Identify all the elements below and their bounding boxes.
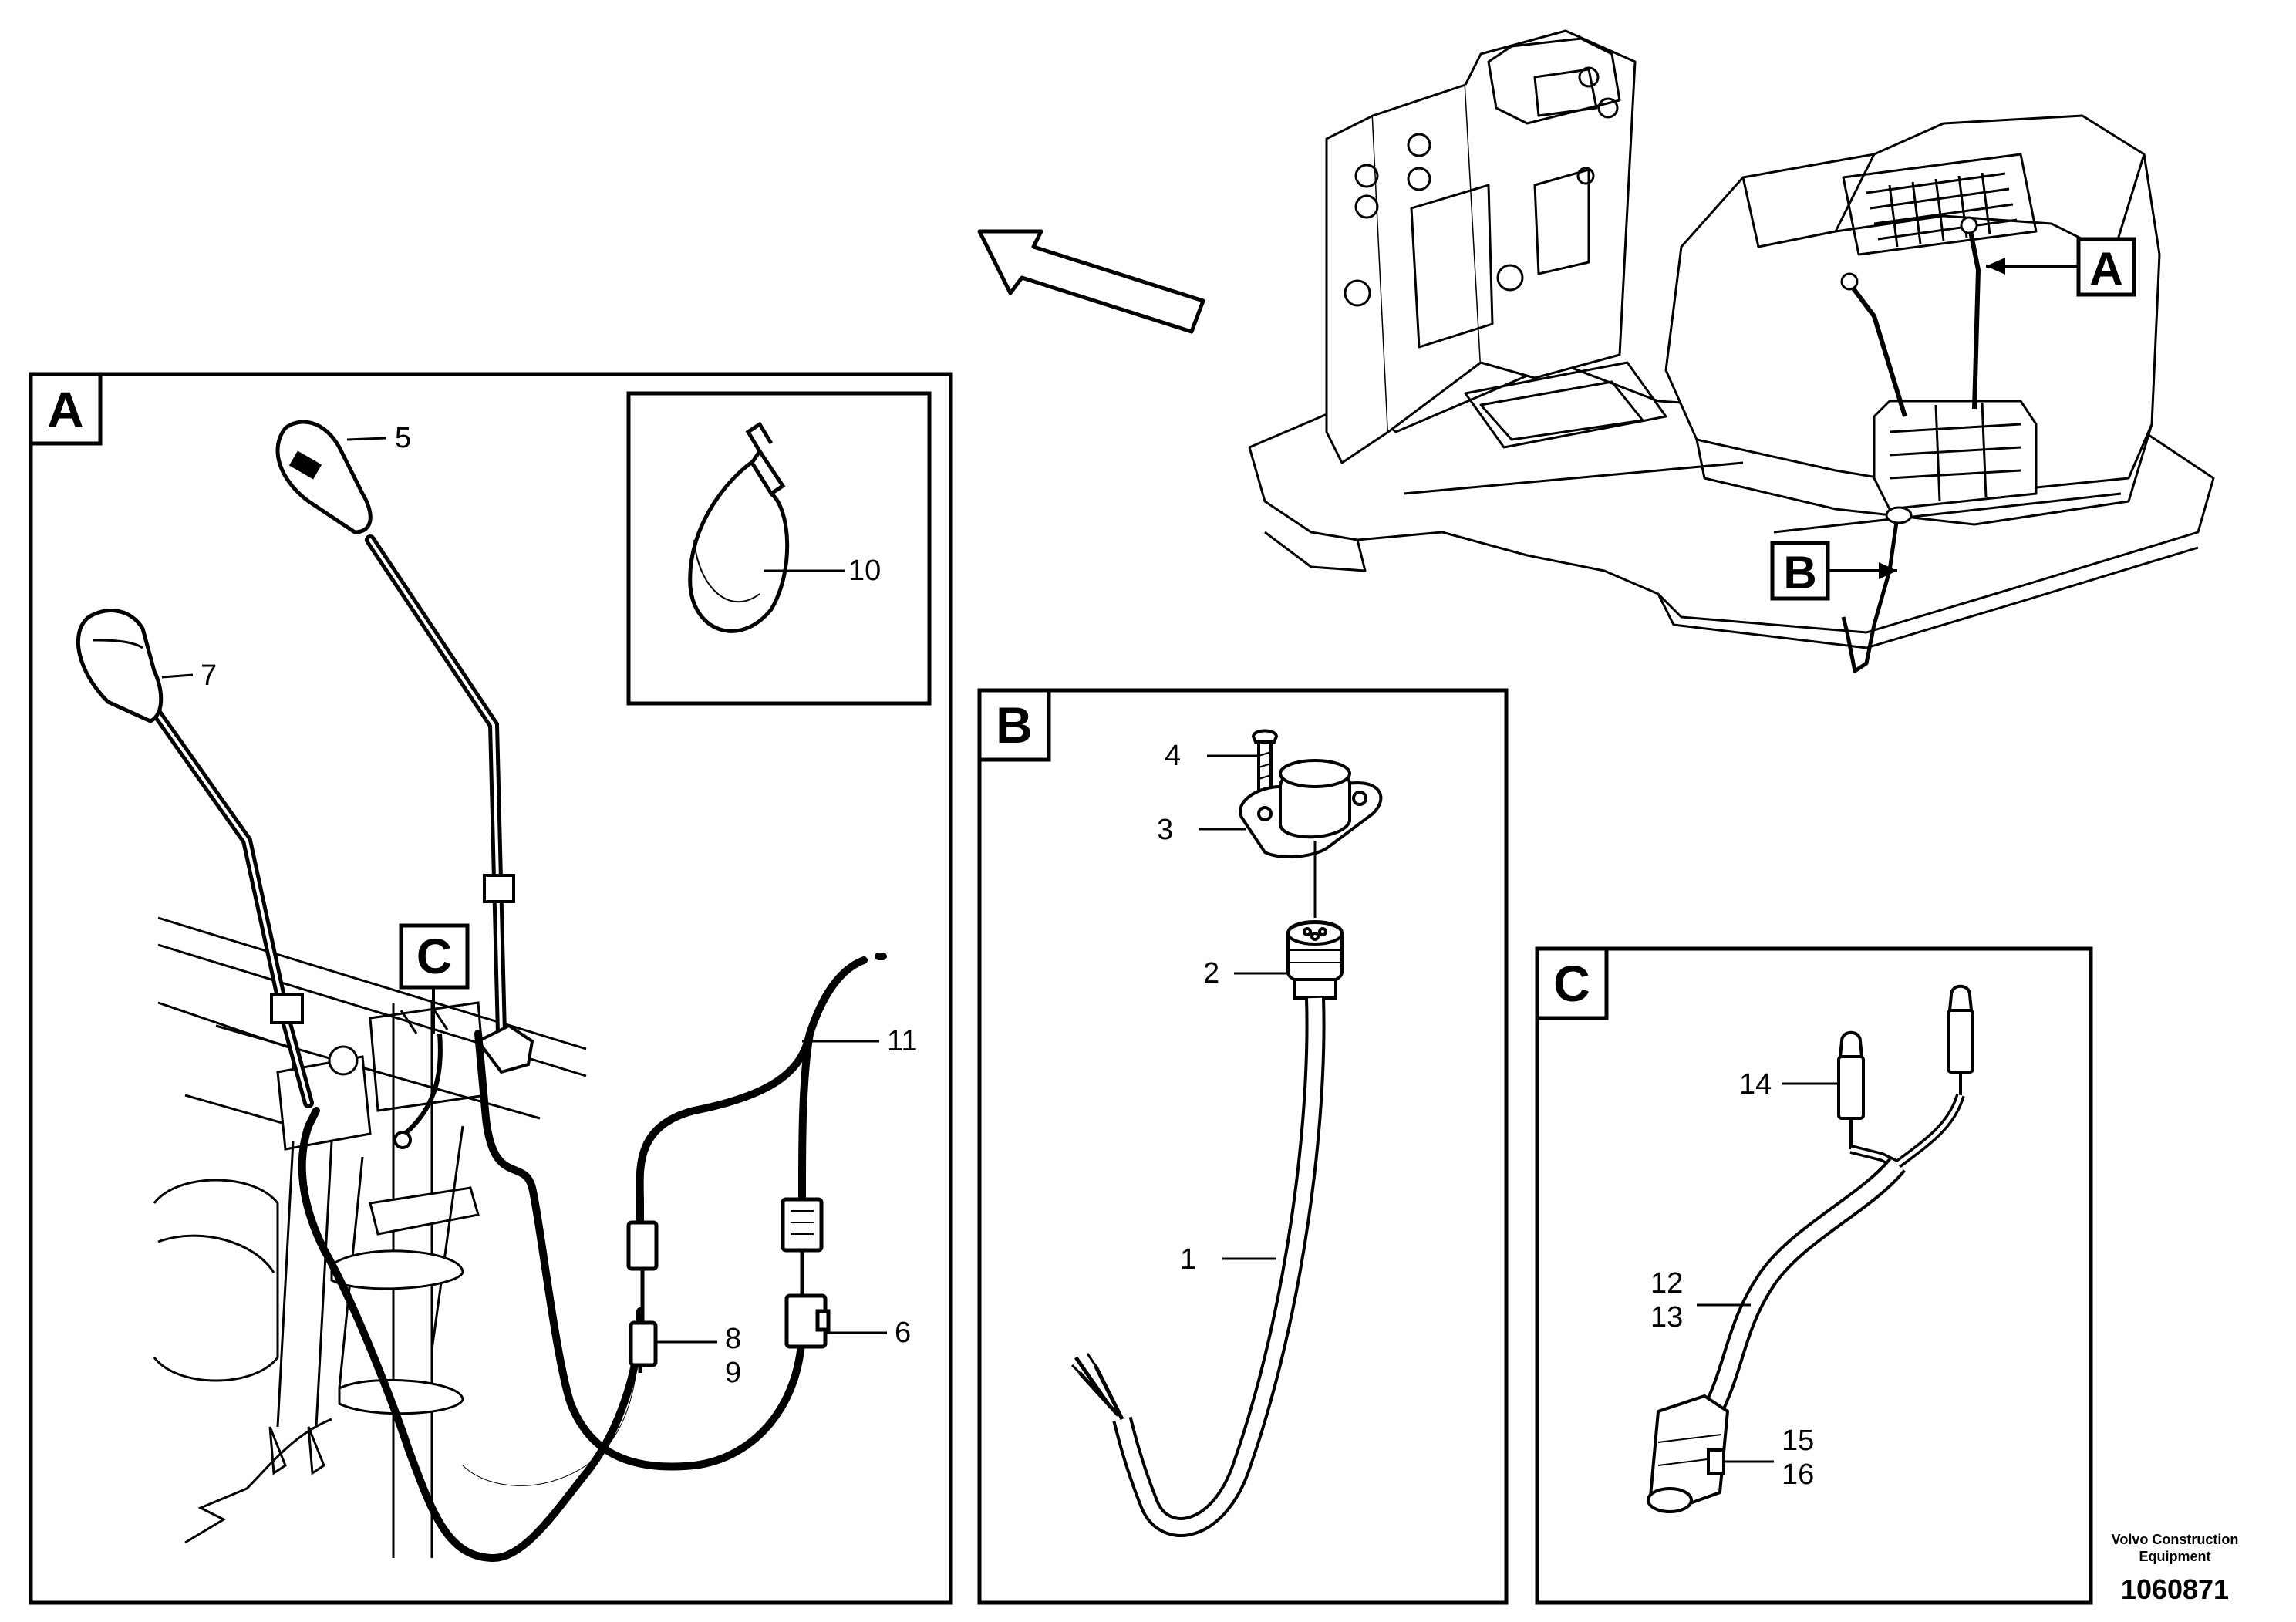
connector-6 <box>781 1197 831 1349</box>
drawing-number: 1060871 <box>2120 1573 2230 1605</box>
part-label-15: 15 <box>1782 1425 1814 1457</box>
detail-b-panel: B <box>977 688 1509 1605</box>
overview-callout-b: B <box>1770 541 1897 601</box>
overview-callout-b-label: B <box>1783 547 1816 599</box>
detail-a-panel: A <box>29 372 953 1605</box>
plug-2 <box>1286 920 1344 1000</box>
direction-arrow-icon <box>977 229 1205 334</box>
detail-a-callout-c-label: C <box>416 929 452 984</box>
part-label-5: 5 <box>395 422 411 454</box>
detail-c-panel: C 14 12 13 15 16 <box>1535 946 2093 1605</box>
control-lever-5 <box>275 420 534 1074</box>
part-label-2: 2 <box>1203 957 1219 990</box>
overview-callout-a: A <box>1986 237 2136 297</box>
overview-callout-a-label: A <box>2089 243 2122 295</box>
connector-8-9 <box>626 1220 659 1373</box>
lever-5-knob-icon <box>275 420 373 534</box>
detail-c-letter: C <box>1553 955 1590 1012</box>
cable-tie-icon <box>688 421 790 633</box>
part-label-10: 10 <box>848 555 881 587</box>
part-label-7: 7 <box>201 659 217 692</box>
part-label-14: 14 <box>1739 1068 1772 1101</box>
wire-harness-12-13 <box>1702 1157 1906 1417</box>
console-structure-illustration <box>153 916 587 1558</box>
socket-housing-3 <box>1239 759 1383 859</box>
part-label-3: 3 <box>1157 814 1173 846</box>
company-name: Volvo Construction Equipment <box>2082 1531 2267 1565</box>
part-label-4: 4 <box>1165 740 1181 772</box>
part-label-8: 8 <box>725 1323 741 1355</box>
part-label-1: 1 <box>1180 1243 1196 1276</box>
part-label-11: 11 <box>887 1025 917 1057</box>
part-label-6: 6 <box>895 1317 911 1349</box>
lever-7-knob-icon <box>76 609 164 723</box>
control-lever-7 <box>76 609 314 1108</box>
part-label-12: 12 <box>1650 1267 1683 1300</box>
lamp-holder-14 <box>1837 984 1974 1149</box>
detail-a-callout-c: C <box>399 923 470 1034</box>
detail-b-letter: B <box>996 696 1033 754</box>
connector-15-16 <box>1647 1394 1730 1513</box>
company-name-line2: Equipment <box>2139 1549 2211 1564</box>
detail-a-letter: A <box>47 381 84 438</box>
part-label-16: 16 <box>1782 1458 1814 1491</box>
part-label-9: 9 <box>725 1357 741 1389</box>
part-label-13: 13 <box>1650 1301 1683 1334</box>
company-name-line1: Volvo Construction <box>2111 1532 2239 1547</box>
wiring-harness-11 <box>298 953 887 1563</box>
cab-overview-illustration <box>1248 29 2215 673</box>
